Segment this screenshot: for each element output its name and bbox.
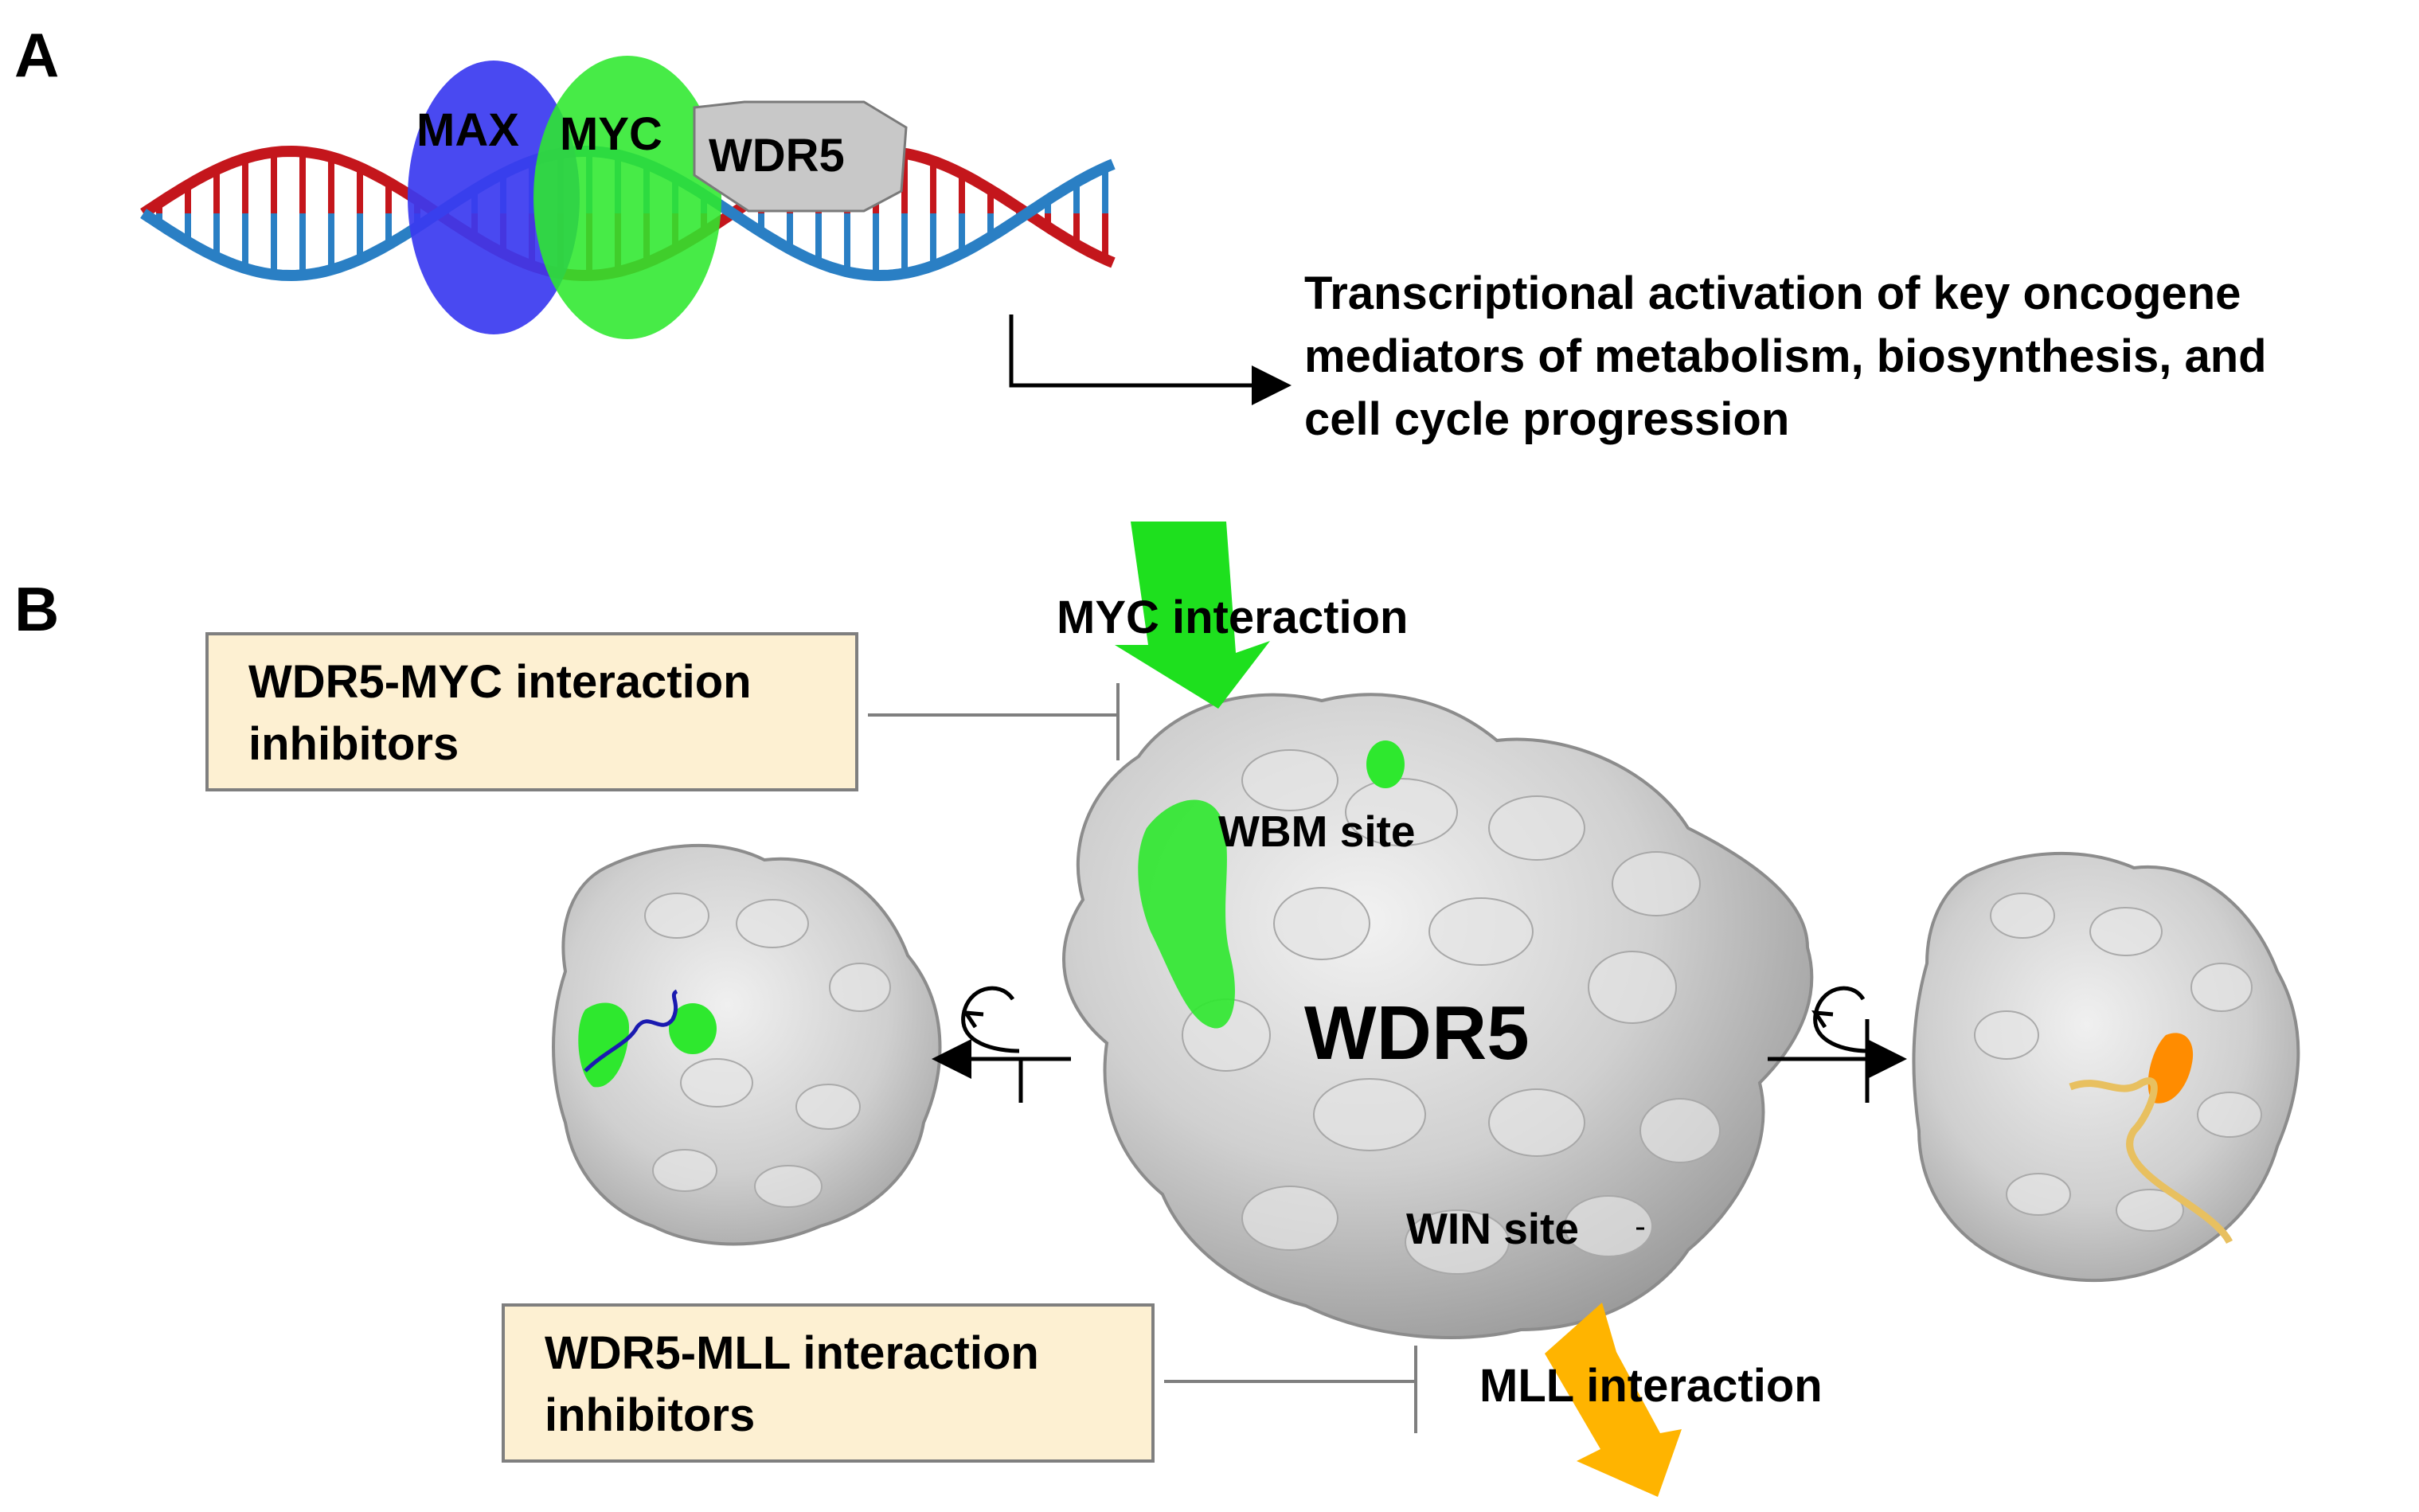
panel-a-label: A [14,20,59,90]
wbm-patch [1138,799,1235,1029]
wbm-site-label: WBM site [1218,807,1416,856]
wdr5-protein [693,100,908,213]
wdr5-surface-main [1062,693,1814,1339]
myc-interaction-label: MYC interaction [1057,592,1409,643]
wdr5-center-label: WDR5 [1304,990,1530,1076]
rotation-arrow-right [1768,986,1907,1103]
mll-interaction-arrow [1545,1303,1682,1497]
myc-inhibition-line [868,683,1120,760]
left-peptide-ribbon [584,989,678,1072]
right-peptide-ribbon [2069,1077,2233,1244]
wdr5-surface-left [552,843,942,1246]
myc-inhibitor-line-2: inhibitors [248,718,459,770]
outcome-line-3: cell cycle progression [1304,393,1789,445]
max-protein [408,61,580,334]
myc-interaction-arrow [1115,522,1270,709]
outcome-line-1: Transcriptional activation of key oncoge… [1304,268,2241,319]
right-orange-patch [2147,1033,2194,1104]
mll-inhibition-line [1164,1346,1417,1433]
outcome-text: Transcriptional activation of key oncoge… [1304,268,2267,445]
myc-protein [533,56,721,339]
wdr5-label: WDR5 [709,130,845,182]
activation-arrow [1009,315,1292,405]
rotation-arrow-left [932,986,1071,1103]
myc-inhibitor-line-1: WDR5-MYC interaction [248,656,752,708]
mll-interaction-label: MLL interaction [1479,1360,1823,1412]
mll-inhibitor-line-1: WDR5-MLL interaction [545,1327,1039,1379]
max-label: MAX [416,104,519,156]
myc-inhibitor-box: WDR5-MYC interaction inhibitors [205,632,858,791]
wdr5-surface-right [1912,851,2300,1283]
mll-inhibitor-box: WDR5-MLL interaction inhibitors [502,1303,1155,1463]
myc-label: MYC [560,108,662,160]
panel-b-label: B [14,574,59,644]
mll-inhibitor-line-2: inhibitors [545,1389,756,1441]
outcome-line-2: mediators of metabolism, biosynthesis, a… [1304,330,2267,382]
win-site-label: WIN site [1406,1204,1579,1253]
